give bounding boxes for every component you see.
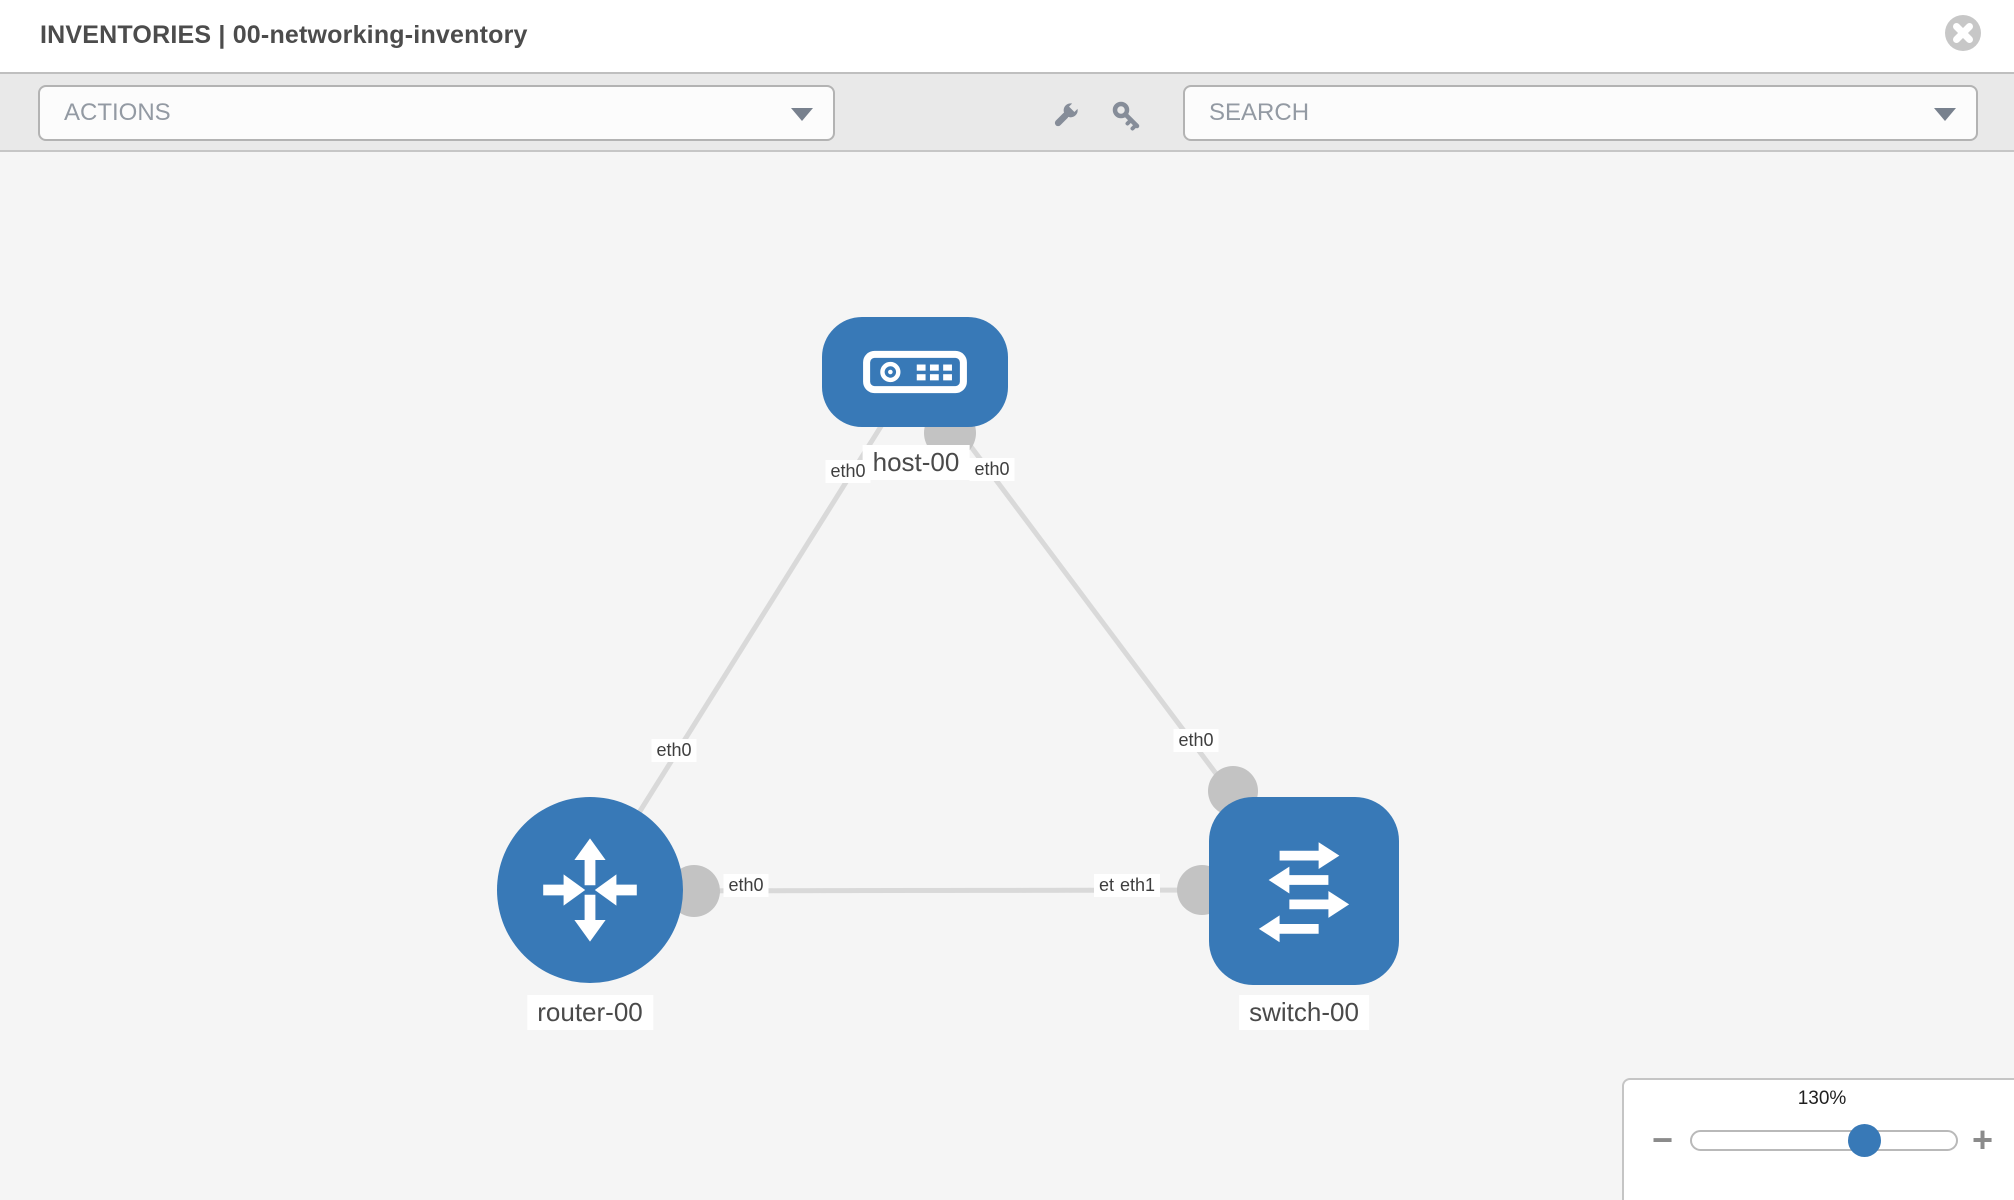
switch-icon (1258, 842, 1350, 943)
search-placeholder: SEARCH (1209, 99, 1310, 126)
node-label-switch: switch-00 (1239, 995, 1369, 1030)
router-icon (543, 838, 637, 942)
node-router[interactable] (497, 797, 683, 983)
port-label-switch-link-eth0: eth0 (1173, 729, 1219, 752)
zoom-slider-track[interactable] (1690, 1124, 1958, 1157)
page-title: INVENTORIES | 00-networking-inventory (40, 21, 528, 49)
links-layer (587, 370, 1307, 917)
node-host[interactable] (822, 317, 1008, 427)
port-label-host-eth0-right: eth0 (969, 458, 1015, 481)
actions-dropdown-label: ACTIONS (64, 99, 171, 126)
node-switch[interactable] (1209, 797, 1399, 985)
node-label-router: router-00 (527, 995, 653, 1030)
zoom-slider-thumb[interactable] (1848, 1124, 1881, 1157)
header: INVENTORIES | 00-networking-inventory (0, 0, 2014, 72)
node-label-host: host-00 (862, 445, 970, 480)
zoom-level-value: 130% (1797, 1088, 1847, 1109)
port-label-switch-eth1: eth1 (1115, 874, 1161, 897)
chevron-down-icon (1934, 108, 1956, 121)
actions-dropdown[interactable]: ACTIONS (38, 85, 835, 141)
port-label-router-eth0: eth0 (723, 874, 769, 897)
zoom-panel: 130% − + (1622, 1078, 2014, 1200)
port-label-router-link-eth0: eth0 (651, 739, 697, 762)
wrench-icon[interactable] (1048, 99, 1082, 133)
search-input[interactable]: SEARCH (1183, 85, 1978, 141)
zoom-in-button[interactable]: + (1972, 1119, 1994, 1160)
key-icon[interactable] (1110, 99, 1144, 133)
close-icon[interactable] (1945, 15, 1981, 51)
topology-canvas[interactable]: host-00 router-00 switch-00 eth0 eth0 et… (0, 152, 2014, 1200)
port-label-host-eth0-left: eth0 (825, 460, 871, 483)
toolbar: ACTIONS SEARCH (0, 72, 2014, 152)
zoom-out-button[interactable]: − (1652, 1119, 1674, 1160)
link-host-router (587, 370, 918, 893)
host-icon (863, 350, 967, 394)
chevron-down-icon (791, 108, 813, 121)
